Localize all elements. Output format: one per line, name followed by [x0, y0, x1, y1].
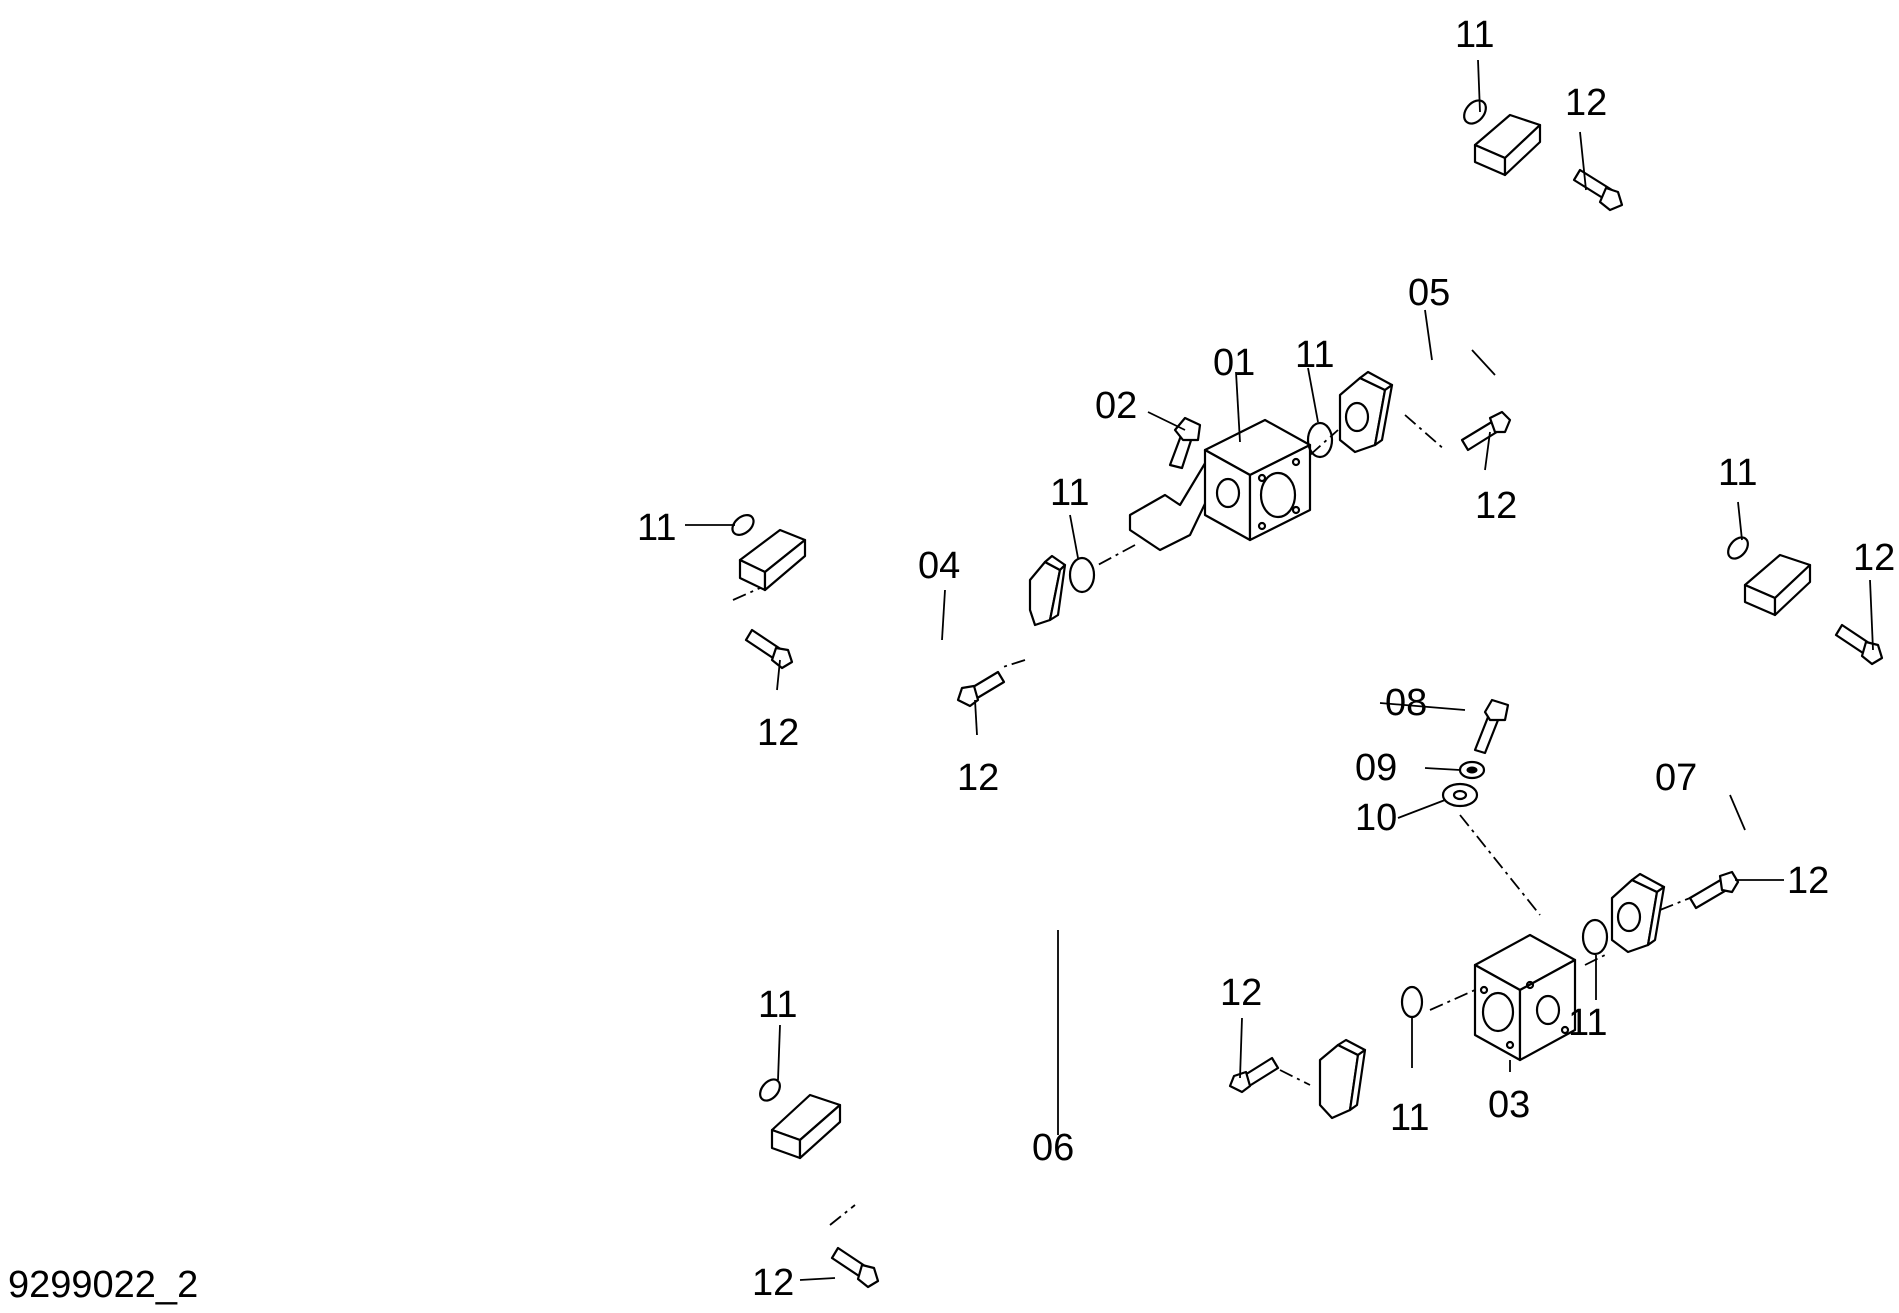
- callout-01: 01: [1213, 342, 1255, 384]
- o-ring-11-h[interactable]: [756, 1076, 784, 1105]
- callout-07: 07: [1655, 757, 1697, 799]
- callout-11-f: 11: [1568, 1002, 1607, 1044]
- o-ring-11-b[interactable]: [1306, 421, 1334, 459]
- callout-03: 03: [1488, 1084, 1530, 1126]
- callout-11-h: 11: [758, 984, 797, 1026]
- callout-06: 06: [1032, 1127, 1074, 1169]
- callout-12-h: 12: [752, 1262, 794, 1304]
- callout-05: 05: [1408, 272, 1450, 314]
- callout-09: 09: [1355, 747, 1397, 789]
- pipe-06[interactable]: [770, 1038, 1367, 1274]
- o-ring-11-f[interactable]: [1581, 918, 1609, 956]
- screw-12-h[interactable]: [830, 1246, 880, 1289]
- screw-12-c[interactable]: [744, 628, 794, 670]
- callout-11-b: 11: [1295, 334, 1334, 376]
- block-03[interactable]: [1473, 933, 1577, 1062]
- washer-10[interactable]: [1441, 782, 1479, 808]
- screw-12-e[interactable]: [1834, 623, 1884, 666]
- callout-04: 04: [918, 545, 960, 587]
- bolt-02[interactable]: [1168, 416, 1202, 470]
- callout-12-d: 12: [957, 757, 999, 799]
- assembly-centerlines: [732, 414, 1691, 1226]
- callout-12-c: 12: [757, 712, 799, 754]
- callout-11-e: 11: [1718, 452, 1757, 494]
- o-ring-11-c[interactable]: [1068, 556, 1096, 594]
- leader-lines: [685, 59, 1874, 1281]
- pipe-05[interactable]: [1338, 113, 1600, 454]
- bolt-08[interactable]: [1473, 698, 1510, 755]
- callout-11-d: 11: [637, 507, 676, 549]
- screw-12-g[interactable]: [1228, 1056, 1280, 1094]
- pipe-04[interactable]: [738, 528, 1067, 657]
- block-01[interactable]: [1128, 418, 1312, 552]
- screw-12-b[interactable]: [1460, 410, 1512, 452]
- o-ring-11-e[interactable]: [1724, 534, 1752, 563]
- callout-10: 10: [1355, 797, 1397, 839]
- screw-12-f[interactable]: [1688, 870, 1740, 910]
- screw-12-a[interactable]: [1572, 168, 1624, 212]
- washer-09[interactable]: [1458, 760, 1486, 780]
- callout-12-a: 12: [1565, 82, 1607, 124]
- pipe-07[interactable]: [1610, 553, 1888, 954]
- o-ring-11-a[interactable]: [1460, 96, 1491, 127]
- callout-08: 08: [1385, 682, 1427, 724]
- callout-11-a: 11: [1455, 14, 1494, 56]
- o-ring-11-g[interactable]: [1400, 985, 1424, 1019]
- callout-12-b: 12: [1475, 485, 1517, 527]
- o-ring-11-d[interactable]: [729, 511, 758, 539]
- callout-11-g: 11: [1390, 1097, 1429, 1139]
- callout-12-f: 12: [1787, 860, 1829, 902]
- drawing-number: 9299022_2: [8, 1264, 198, 1306]
- screw-12-d[interactable]: [956, 670, 1006, 708]
- callout-11-c: 11: [1050, 472, 1089, 514]
- callout-02: 02: [1095, 385, 1137, 427]
- callout-12-e: 12: [1853, 537, 1895, 579]
- callout-12-g: 12: [1220, 972, 1262, 1014]
